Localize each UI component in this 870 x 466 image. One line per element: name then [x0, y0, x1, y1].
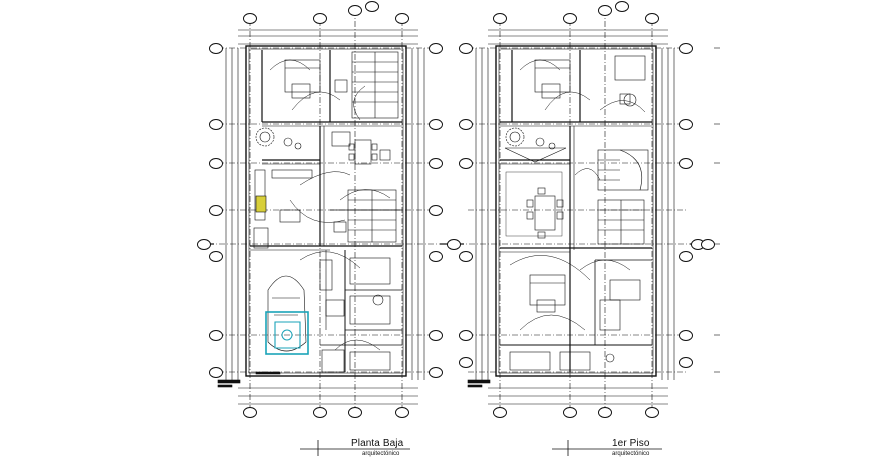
axis-bubble — [679, 119, 693, 130]
axis-bubble — [197, 239, 211, 250]
axis-bubble — [348, 5, 362, 16]
axis-bubble — [429, 205, 443, 216]
highlight-fixture — [255, 195, 267, 213]
axis-bubble — [429, 43, 443, 54]
axis-bubble — [209, 330, 223, 341]
tree-icon — [505, 127, 556, 150]
axis-bubble — [429, 158, 443, 169]
axis-bubble — [209, 205, 223, 216]
axis-bubble — [598, 407, 612, 418]
axis-bubble — [209, 251, 223, 262]
drawing-title: 1er Piso — [612, 438, 650, 449]
dining-table-icon — [348, 139, 378, 165]
axis-bubble — [429, 367, 443, 378]
drawing-subtitle: arquitectónico — [362, 451, 400, 457]
axis-bubble — [679, 251, 693, 262]
axis-bubble — [679, 43, 693, 54]
axis-bubble — [243, 13, 257, 24]
axis-bubble — [459, 119, 473, 130]
stair-icon — [597, 199, 645, 245]
first-floor-plan — [456, 10, 720, 412]
axis-bubble — [459, 330, 473, 341]
bed-icon — [534, 59, 571, 99]
axis-bubble — [313, 13, 327, 24]
axis-bubble — [209, 367, 223, 378]
axis-bubble — [598, 5, 612, 16]
axis-bubble — [563, 13, 577, 24]
axis-bubble — [209, 119, 223, 130]
axis-bubble — [429, 119, 443, 130]
tree-icon — [255, 127, 302, 150]
axis-bubble — [459, 158, 473, 169]
axis-bubble — [395, 13, 409, 24]
bed-icon — [529, 274, 566, 313]
axis-bubble — [429, 330, 443, 341]
axis-bubble — [395, 407, 409, 418]
axis-bubble — [348, 407, 362, 418]
axis-bubble — [493, 407, 507, 418]
axis-bubble — [459, 251, 473, 262]
axis-bubble — [679, 158, 693, 169]
axis-bubble — [563, 407, 577, 418]
drawing-subtitle: arquitectónico — [612, 451, 650, 457]
axis-bubble — [429, 251, 443, 262]
axis-bubble — [209, 43, 223, 54]
drawing-title: Planta Baja — [351, 438, 404, 449]
axis-bubble — [459, 43, 473, 54]
bed-icon — [284, 59, 321, 93]
car-icon — [265, 275, 309, 355]
axis-bubble — [313, 407, 327, 418]
axis-bubble — [493, 13, 507, 24]
axis-bubble — [365, 1, 379, 12]
axis-bubble — [615, 1, 629, 12]
axis-bubble — [209, 158, 223, 169]
stair-icon — [597, 149, 649, 191]
axis-bubble — [679, 357, 693, 368]
axis-bubble — [679, 330, 693, 341]
dining-table-icon — [526, 187, 564, 239]
axis-bubble — [645, 407, 659, 418]
axis-bubble — [459, 357, 473, 368]
axis-bubble — [645, 13, 659, 24]
axis-bubble — [447, 239, 461, 250]
axis-bubble — [243, 407, 257, 418]
axis-bubble — [701, 239, 715, 250]
ground-floor-plan — [206, 10, 448, 412]
stair-icon — [351, 51, 399, 119]
